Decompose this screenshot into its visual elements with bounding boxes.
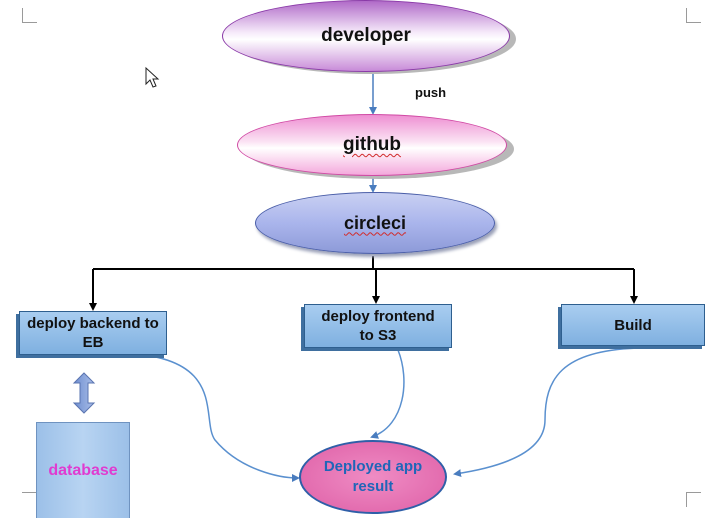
deploy-backend-node: deploy backend to EB (19, 311, 167, 355)
database-label: database (48, 461, 118, 479)
curve-frontend-to-deployed (370, 349, 405, 439)
circleci-label: circleci (343, 212, 407, 233)
github-node: github (237, 114, 507, 176)
deploy-frontend-label: deploy frontend to S3 (321, 308, 435, 344)
database-node: database (36, 422, 130, 518)
double-arrow-backend-database (72, 372, 96, 414)
mouse-cursor-icon (145, 66, 160, 88)
deployed-app-result-node: Deployed app result (299, 440, 447, 514)
push-label: push (415, 85, 447, 100)
developer-node: developer (222, 0, 510, 72)
corner-mark-top-right (686, 8, 701, 23)
deploy-backend-label: deploy backend to EB (27, 315, 159, 351)
build-node: Build (561, 304, 705, 346)
deploy-frontend-node: deploy frontend to S3 (304, 304, 452, 348)
developer-label: developer (321, 25, 411, 46)
curve-build-to-deployed (453, 347, 641, 478)
build-label: Build (614, 316, 652, 334)
circleci-node: circleci (255, 192, 495, 254)
deployed-app-result-label: Deployed app result (323, 458, 423, 495)
curve-backend-to-deployed (117, 352, 300, 482)
github-label: github (342, 134, 402, 155)
corner-mark-top-left (22, 8, 37, 23)
corner-mark-bottom-right (686, 492, 701, 507)
